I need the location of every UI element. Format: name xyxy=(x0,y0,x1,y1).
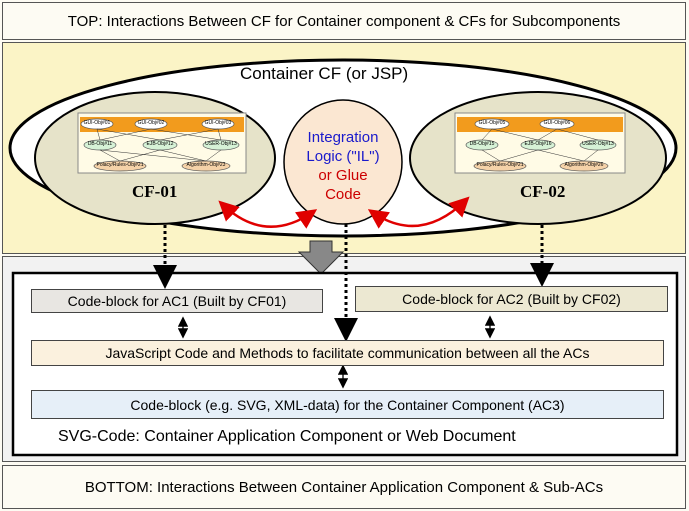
cf01-bottom-2: Algorithm-Obj#23 xyxy=(186,162,226,168)
bottom-label: BOTTOM: Interactions Between Container A… xyxy=(84,478,604,496)
cf01-mid-2: EJB-Obj#12 xyxy=(146,141,174,147)
il-to-cf02-arrow xyxy=(367,196,470,229)
integration-ellipse xyxy=(283,99,403,225)
cf02-gui-2: GUI-Obj#06 xyxy=(543,120,571,126)
svg-code-label: SVG-Code: Container Application Componen… xyxy=(58,428,516,445)
il-to-cf01-arrow xyxy=(218,200,318,229)
cf02-mid-1: DB-Obj#15 xyxy=(469,141,495,147)
cf-01-mini-diagram xyxy=(77,112,247,174)
cf01-mid-1: DB-Obj#11 xyxy=(87,141,113,147)
cf02-mid-3: USER-Obj#13 xyxy=(582,141,614,147)
top-band: TOP: Interactions Between CF for Contain… xyxy=(2,2,686,40)
cf02-bottom-1: Polacy/Rules-Obj#21 xyxy=(476,162,524,168)
cf02-bottom-2: Algorithm-Obj#26 xyxy=(564,162,604,168)
top-label: TOP: Interactions Between CF for Contain… xyxy=(67,12,621,30)
integration-logic-label: Integration Logic ("IL") or Glue Code xyxy=(284,128,402,204)
integration-line-4: Code xyxy=(325,186,361,203)
integration-line-3: or Glue xyxy=(318,167,368,184)
cf-01-label: CF-01 xyxy=(132,182,178,201)
code-block-ac1: Code-block for AC1 (Built by CF01) xyxy=(31,289,323,313)
cf02-mid-2: EJB-Obj#16 xyxy=(524,141,552,147)
integration-line-2: Logic ("IL") xyxy=(306,148,380,165)
cf01-gui-1: GUI-Obj#01 xyxy=(83,120,111,126)
bottom-band: BOTTOM: Interactions Between Container A… xyxy=(2,465,686,509)
cf01-gui-2: GUI-Obj#02 xyxy=(137,120,165,126)
integration-line-1: Integration xyxy=(307,129,379,146)
cf01-bottom-1: Polacy/Rules-Obj#21 xyxy=(96,162,144,168)
cf-02-mini-diagram xyxy=(454,112,626,174)
cf-02-label: CF-02 xyxy=(520,182,566,201)
code-block-ac2: Code-block for AC2 (Built by CF02) xyxy=(355,286,668,312)
cf02-gui-1: GUI-Obj#05 xyxy=(478,120,506,126)
down-arrow xyxy=(297,240,345,275)
code-block-ac3: Code-block (e.g. SVG, XML-data) for the … xyxy=(31,390,664,419)
cf01-mid-3: USER-Obj#13 xyxy=(205,141,237,147)
cf01-gui-3: GUI-Obj#03 xyxy=(204,120,232,126)
js-code-block: JavaScript Code and Methods to facilitat… xyxy=(31,340,664,366)
container-cf-title: Container CF (or JSP) xyxy=(240,64,409,83)
